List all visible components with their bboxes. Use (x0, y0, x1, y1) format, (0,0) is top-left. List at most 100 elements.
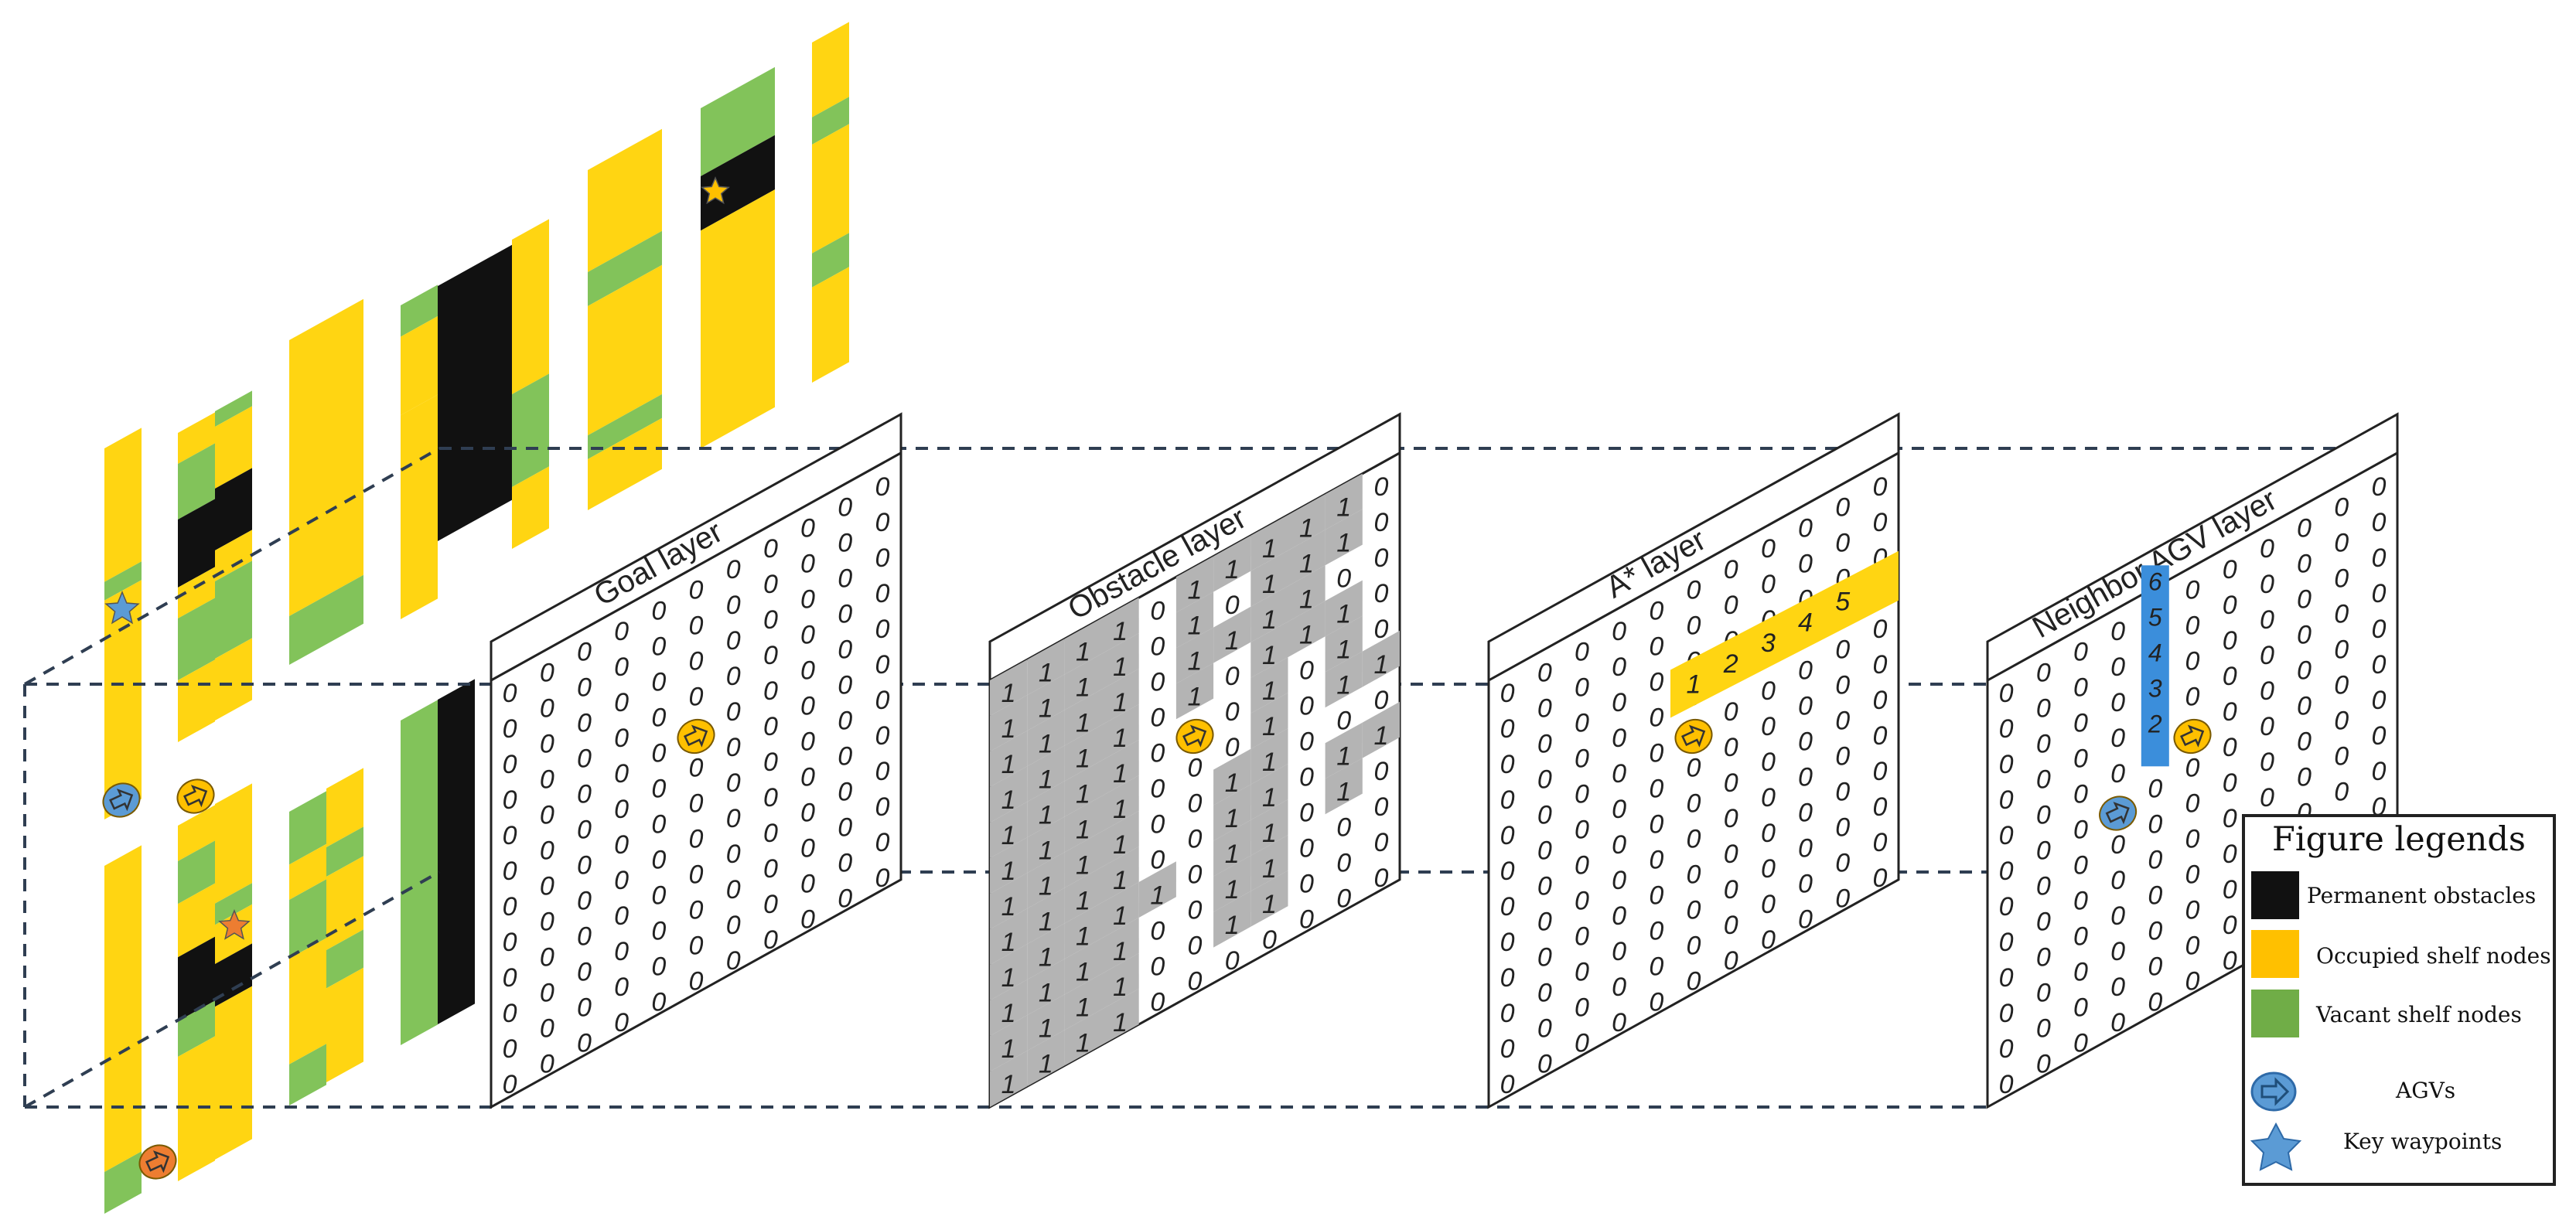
grid-cell-value: 0 (1649, 703, 1663, 732)
grid-cell-value: 0 (1612, 795, 1626, 824)
grid-cell-value: 0 (2185, 647, 2200, 676)
grid-cell-value: 0 (1500, 1070, 1515, 1099)
goal-layer-agv-icon (677, 718, 715, 755)
grey-cell (1288, 494, 1326, 551)
grid-cell-value: 0 (838, 635, 852, 665)
grid-cell-value: 0 (1373, 472, 1388, 502)
grid-cell-value: 0 (1761, 748, 1776, 777)
grid-cell-value: 0 (1872, 650, 1887, 680)
grid-cell-value: 0 (1999, 963, 2014, 993)
grid-cell-value: 0 (1649, 987, 1663, 1017)
legend-label-permanent-obstacles: Permanent obstacles (2307, 883, 2536, 908)
grid-cell-value: 1 (1113, 652, 1128, 682)
grid-cell-value: 1 (1299, 620, 1314, 649)
grey-cell (1175, 627, 1214, 684)
grid-cell-value: 0 (2073, 638, 2088, 667)
grid-cell-value: 0 (838, 813, 852, 843)
grid-cell-value: 0 (1575, 709, 1589, 738)
grid-cell-value: 0 (2371, 650, 2386, 680)
grey-cell (1213, 855, 1251, 912)
grid-cell-value: 0 (689, 612, 704, 641)
panel-title-bar (1986, 412, 2399, 683)
grey-cell (1027, 959, 1065, 1016)
grid-cell-value: 0 (726, 662, 741, 691)
astar-path-label: 1 (1687, 670, 1701, 700)
grid-cell-value: 0 (1612, 724, 1626, 753)
grid-cell-value: 0 (2297, 584, 2312, 614)
grid-cell-value: 0 (1798, 656, 1813, 685)
grid-cell-value: 1 (1039, 1050, 1053, 1079)
grey-cell (1064, 653, 1102, 710)
grid-cell-value: 0 (540, 1014, 554, 1044)
grid-cell-value: 0 (1835, 671, 1850, 700)
grid-cell-value: 0 (838, 600, 852, 629)
grid-cell-value: 0 (2110, 901, 2125, 931)
grey-cell (1101, 740, 1139, 796)
grid-cell-value: 0 (540, 908, 554, 937)
grid-cell-value: 0 (2036, 979, 2051, 1008)
grid-cell-value: 1 (1039, 872, 1053, 901)
grid-cell-value: 0 (2036, 872, 2051, 901)
legend-label-occupied-shelf: Occupied shelf nodes (2316, 943, 2551, 969)
grid-cell-value: 0 (1537, 979, 1552, 1008)
grid-cell-value: 0 (1724, 591, 1738, 620)
grid-cell-value: 0 (800, 798, 815, 827)
grid-cell-value: 0 (2148, 809, 2162, 839)
grid-cell-value: 1 (1225, 911, 1240, 940)
shelf-strip-b5 (401, 284, 438, 619)
shelf-segment (326, 826, 363, 877)
grid-cell-value: 1 (1001, 928, 1016, 957)
grid-cell-value: 1 (1039, 979, 1053, 1008)
grid-cell-value: 0 (2371, 686, 2386, 715)
grey-cell (1064, 938, 1102, 995)
grid-cell-value: 0 (2334, 635, 2349, 665)
grid-cell-value: 0 (2223, 840, 2237, 869)
shelf-strip-b8 (588, 128, 662, 510)
grid-cell-value: 0 (1687, 612, 1701, 641)
grid-cell-value: 0 (1336, 707, 1351, 736)
grid-cell-value: 0 (540, 872, 554, 901)
grid-cell-value: 0 (1373, 579, 1388, 608)
shelf-segment (438, 679, 475, 1024)
grey-cell (1027, 887, 1065, 945)
grid-cell-value: 1 (1039, 659, 1053, 688)
grey-cell (1213, 784, 1251, 841)
shelf-segment (215, 943, 252, 1007)
grid-cell-value: 0 (1537, 1014, 1552, 1044)
figure-legend: Figure legends Permanent obstacles Occup… (2242, 814, 2556, 1186)
grey-cell (1027, 994, 1065, 1051)
grid-cell-value: 0 (1649, 774, 1663, 803)
grid-cell-value: 0 (875, 508, 889, 537)
grid-cell-value: 0 (1575, 922, 1589, 952)
grid-cell-value: 0 (2148, 774, 2162, 803)
grey-cell (1325, 722, 1363, 779)
grid-cell-value: 0 (800, 549, 815, 578)
grid-cell-value: 0 (2036, 730, 2051, 759)
grid-cell-value: 0 (689, 932, 704, 961)
grid-cell-value: 1 (1001, 714, 1016, 744)
grid-cell-value: 1 (1113, 866, 1128, 895)
astar-path-label: 5 (1835, 588, 1850, 617)
grid-cell-value: 0 (1761, 534, 1776, 564)
grid-cell-value: 1 (1039, 908, 1053, 937)
grid-cell-value: 0 (1225, 697, 1240, 727)
grid-cell-value: 0 (1299, 869, 1314, 898)
grid-cell-value: 0 (800, 656, 815, 685)
shelf-segment (104, 561, 142, 601)
grid-cell-value: 0 (2073, 1029, 2088, 1058)
grid-cell-value: 1 (1001, 1034, 1016, 1064)
grey-cell (1325, 509, 1363, 566)
grey-cell (1064, 760, 1102, 817)
grid-cell-value: 0 (689, 683, 704, 712)
grid-cell-value: 0 (1537, 908, 1552, 937)
grey-cell (1288, 530, 1326, 587)
grey-cell (1064, 831, 1102, 888)
grey-cell (1027, 674, 1065, 731)
grid-cell-value: 1 (1225, 840, 1240, 869)
grid-cell-value: 0 (540, 801, 554, 830)
grid-cell-value: 0 (1724, 697, 1738, 727)
grid-cell-value: 0 (1761, 676, 1776, 706)
grid-cell-value: 0 (503, 679, 517, 708)
grey-cell (1325, 758, 1363, 815)
grid-cell-value: 0 (1299, 798, 1314, 827)
